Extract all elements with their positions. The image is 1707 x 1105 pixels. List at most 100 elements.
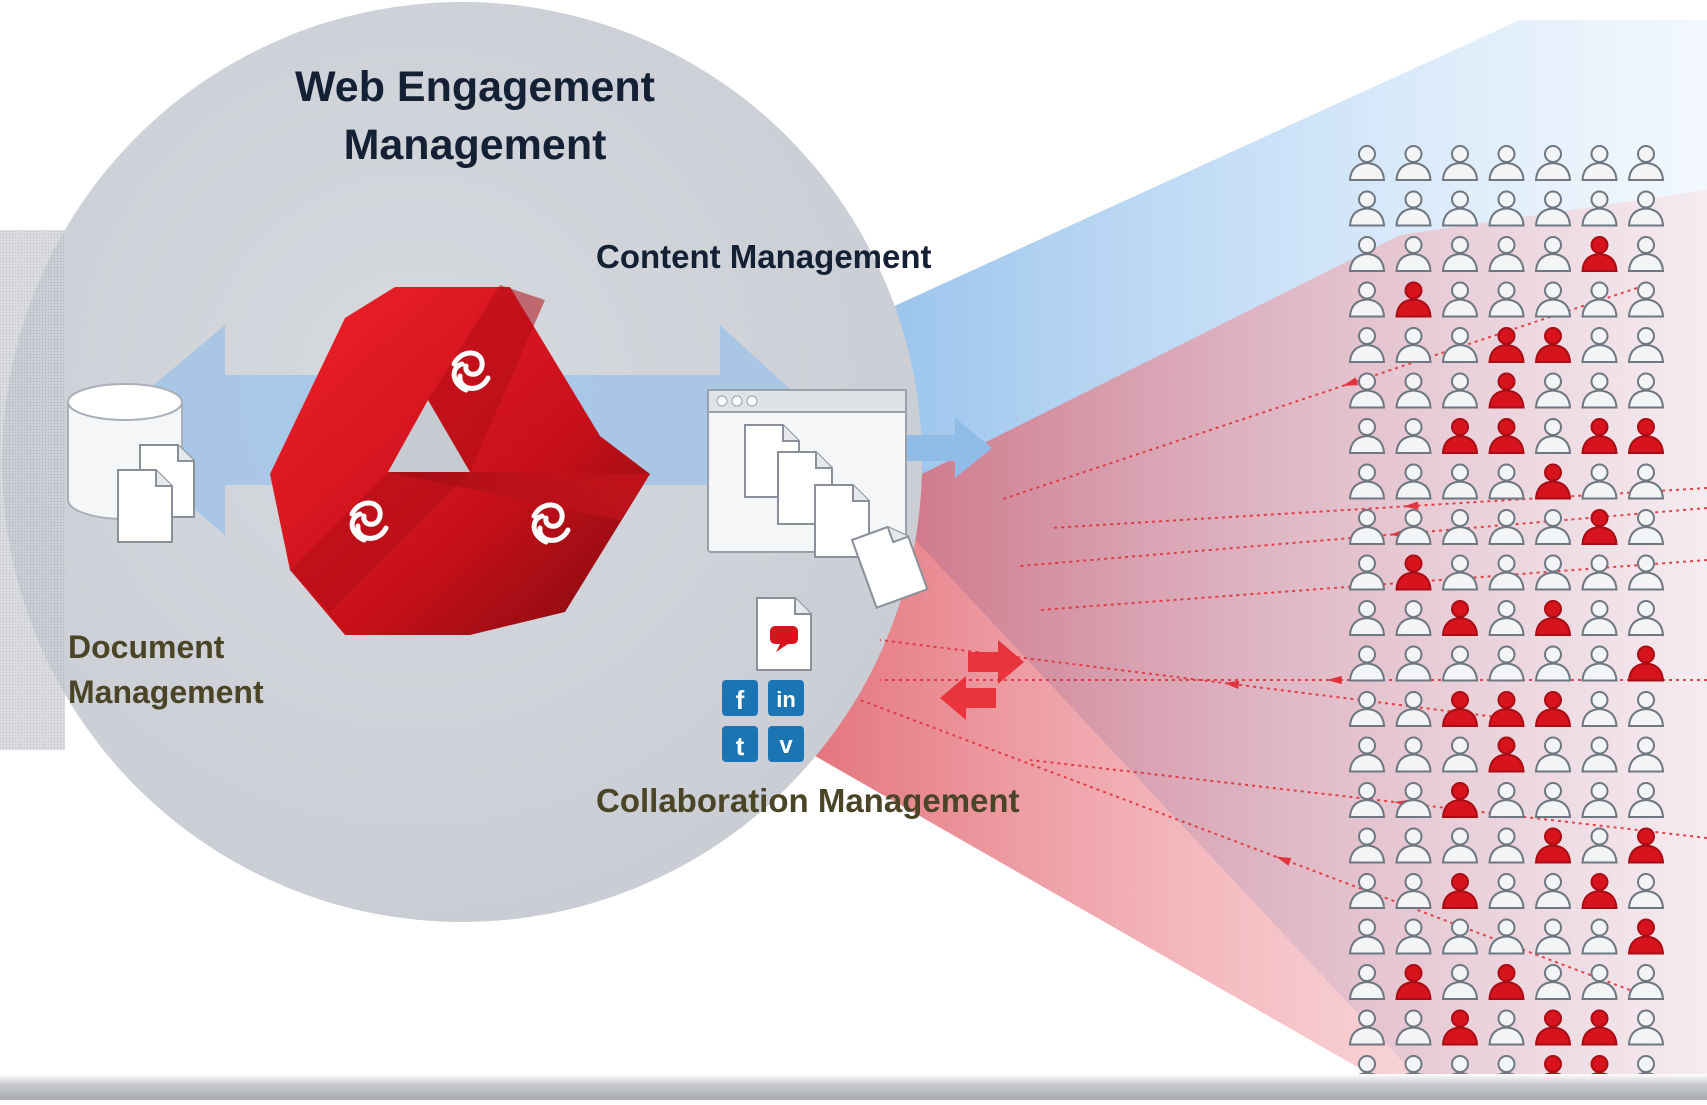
user-icon xyxy=(1581,782,1618,818)
user-icon xyxy=(1441,1009,1479,1046)
connection-arrowhead xyxy=(1276,856,1292,866)
user-icon xyxy=(1348,1009,1386,1046)
user-icon xyxy=(1534,327,1572,363)
user-icon xyxy=(1488,418,1525,454)
user-icon xyxy=(1534,736,1572,773)
document-management-label-line1: Document xyxy=(68,629,225,665)
user-icon xyxy=(1581,600,1618,636)
user-icon xyxy=(1534,873,1572,909)
user-icon xyxy=(1534,600,1572,636)
user-icon xyxy=(1627,327,1665,363)
user-icon xyxy=(1488,782,1525,818)
user-icon xyxy=(1441,600,1479,636)
collaboration-management-label: Collaboration Management xyxy=(596,782,1020,819)
user-icon xyxy=(1348,509,1386,545)
document-management-label: Document Management xyxy=(68,625,264,715)
user-icon xyxy=(1488,190,1525,227)
facebook-icon-glyph: f xyxy=(736,685,745,715)
user-icon xyxy=(1534,554,1572,591)
user-icon xyxy=(1395,1009,1432,1046)
user-icon xyxy=(1348,418,1386,454)
user-icon xyxy=(1348,736,1386,773)
facebook-icon xyxy=(722,680,758,716)
user-icon xyxy=(1488,145,1525,181)
user-icon xyxy=(1348,600,1386,636)
user-icon xyxy=(1348,782,1386,818)
user-icon xyxy=(1395,782,1432,818)
user-icon xyxy=(1627,145,1665,181)
connection-line xyxy=(1049,487,1707,529)
database-icon xyxy=(67,383,195,543)
user-icon xyxy=(1441,463,1479,500)
user-icon xyxy=(1488,1009,1525,1046)
ribbon-logo xyxy=(270,285,650,635)
user-icon xyxy=(1488,691,1525,727)
user-icon xyxy=(1534,145,1572,181)
user-icon xyxy=(1441,918,1479,955)
user-icon xyxy=(1348,691,1386,727)
user-icon xyxy=(1581,327,1618,363)
user-icon xyxy=(1348,645,1386,682)
user-icon xyxy=(1488,236,1525,272)
user-icon xyxy=(1581,236,1618,272)
user-icon xyxy=(1395,372,1432,409)
user-icon xyxy=(1348,554,1386,591)
user-icon xyxy=(1488,873,1525,909)
user-icon xyxy=(1627,190,1665,227)
user-icon xyxy=(1581,509,1618,545)
user-icon xyxy=(1627,782,1665,818)
user-icon xyxy=(1441,827,1479,864)
user-icon xyxy=(1581,463,1618,500)
output-arrow xyxy=(905,418,992,478)
user-icon xyxy=(1348,190,1386,227)
user-icon xyxy=(1395,190,1432,227)
user-icon xyxy=(1581,691,1618,727)
user-icon xyxy=(1488,918,1525,955)
user-icon xyxy=(1441,873,1479,909)
browser-window-icon xyxy=(707,389,929,609)
user-icon xyxy=(1488,509,1525,545)
user-icon xyxy=(1348,145,1386,181)
user-icon xyxy=(1488,554,1525,591)
connection-arrowhead xyxy=(1326,675,1342,685)
user-icon xyxy=(1395,873,1432,909)
user-icon xyxy=(1441,145,1479,181)
user-icon xyxy=(1534,782,1572,818)
user-icon xyxy=(1441,691,1479,727)
user-icon xyxy=(1581,873,1618,909)
user-icon xyxy=(1488,600,1525,636)
document-management-label-line2: Management xyxy=(68,674,264,710)
user-icon xyxy=(1348,918,1386,955)
user-icon xyxy=(1581,736,1618,773)
user-icon xyxy=(1581,1009,1618,1046)
linkedin-icon xyxy=(768,680,804,716)
user-icon xyxy=(1395,964,1432,1000)
connection-arrowhead xyxy=(1403,501,1419,510)
user-icon xyxy=(1395,600,1432,636)
user-icon xyxy=(1441,509,1479,545)
user-icon xyxy=(1488,327,1525,363)
user-icon xyxy=(1488,463,1525,500)
user-icon xyxy=(1534,691,1572,727)
user-icon xyxy=(1395,918,1432,955)
user-icon xyxy=(1395,509,1432,545)
vimeo-icon xyxy=(768,726,804,762)
user-icon xyxy=(1488,281,1525,318)
user-icon xyxy=(1348,827,1386,864)
user-icon xyxy=(1348,327,1386,363)
user-icon xyxy=(1441,418,1479,454)
user-icon xyxy=(1534,190,1572,227)
user-icon xyxy=(1627,418,1665,454)
exchange-arrows-icon xyxy=(940,640,1024,720)
user-icon xyxy=(1441,190,1479,227)
user-icon xyxy=(1627,509,1665,545)
user-icon xyxy=(1488,645,1525,682)
user-icon xyxy=(1627,873,1665,909)
user-icon xyxy=(1441,236,1479,272)
bottom-bar xyxy=(0,1074,1707,1100)
user-icon xyxy=(1627,918,1665,955)
user-icon xyxy=(1627,372,1665,409)
user-icon xyxy=(1627,554,1665,591)
user-icon xyxy=(1395,145,1432,181)
